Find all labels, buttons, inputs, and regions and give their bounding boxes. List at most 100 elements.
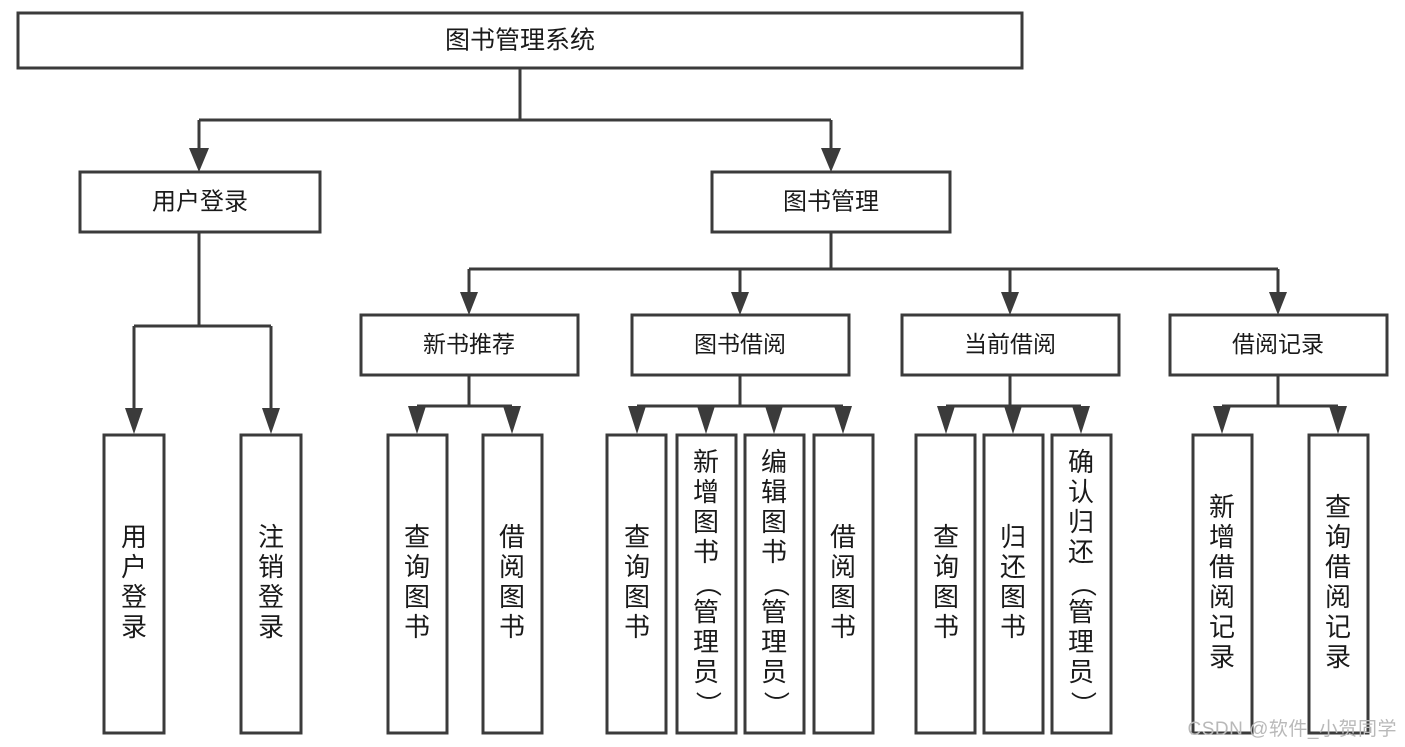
node-book-borrow-box[interactable] [630,313,851,377]
arrow-head-borrow-leaf3 [765,406,783,434]
node-borrow-record-label: 借阅记录 [1232,331,1324,357]
svg-text:员: 员 [693,657,719,687]
arrow-head-to-book-manage [821,148,841,172]
svg-text:增: 增 [693,477,719,507]
leaf-box[interactable] [1191,433,1254,735]
leaf-box[interactable] [239,433,303,735]
svg-text:借: 借 [1209,552,1235,582]
leaf-box[interactable] [1050,433,1113,735]
node-book-manage[interactable]: 图书管理 [710,170,952,234]
svg-text:新: 新 [1209,492,1235,522]
svg-text:还: 还 [1068,537,1094,567]
arrow-head-borrow-leaf1 [628,406,646,434]
svg-text:录: 录 [121,612,147,642]
leaf-box[interactable] [605,433,668,735]
svg-text:员: 员 [1068,657,1094,687]
leaf-box[interactable] [812,433,875,735]
svg-text:（: （ [693,571,723,597]
node-user-login-box[interactable] [78,170,322,234]
node-new-book-recommend-label: 新书推荐 [423,331,515,357]
leaf-node[interactable]: 用户登录 [102,433,166,735]
svg-text:注: 注 [258,522,284,552]
svg-text:（: （ [761,571,791,597]
arrow-head-newbook-leaf1 [408,406,426,434]
svg-text:图: 图 [499,582,525,612]
arrow-head-record-leaf1 [1213,406,1231,434]
svg-text:图: 图 [404,582,430,612]
node-new-book-recommend[interactable]: 新书推荐 [359,313,580,377]
svg-text:录: 录 [1209,642,1235,672]
node-borrow-record[interactable]: 借阅记录 [1168,313,1389,377]
connector-group [125,68,1347,434]
leaf-box[interactable] [386,433,449,735]
node-root-box[interactable] [16,11,1024,70]
svg-text:增: 增 [1209,522,1235,552]
leaf-box[interactable] [675,433,738,735]
leaf-box[interactable] [743,433,806,735]
svg-text:管: 管 [761,597,787,627]
svg-text:记: 记 [1209,612,1235,642]
svg-text:编: 编 [761,447,787,477]
svg-text:图: 图 [624,582,650,612]
node-user-login[interactable]: 用户登录 [78,170,322,234]
leaf-box[interactable] [914,433,977,735]
node-root[interactable]: 图书管理系统 [16,11,1024,70]
svg-text:书: 书 [761,537,787,567]
svg-text:认: 认 [1068,477,1094,507]
svg-text:辑: 辑 [761,477,787,507]
svg-text:查: 查 [624,522,650,552]
arrow-head-l3-3 [1001,292,1019,315]
leaf-box[interactable] [481,433,544,735]
svg-text:阅: 阅 [830,552,856,582]
svg-text:书: 书 [830,612,856,642]
node-new-book-recommend-box[interactable] [359,313,580,377]
svg-text:理: 理 [693,627,719,657]
node-book-borrow[interactable]: 图书借阅 [630,313,851,377]
node-current-borrow-box[interactable] [900,313,1121,377]
arrow-head-current-leaf1 [937,406,955,434]
svg-text:阅: 阅 [1209,582,1235,612]
leaf-box[interactable] [982,433,1045,735]
svg-text:理: 理 [761,627,787,657]
svg-text:阅: 阅 [499,552,525,582]
node-book-manage-box[interactable] [710,170,952,234]
node-borrow-record-box[interactable] [1168,313,1389,377]
arrow-head-user-leaf2 [262,408,280,434]
leaf-box[interactable] [102,433,166,735]
svg-text:询: 询 [624,552,650,582]
svg-text:询: 询 [933,552,959,582]
node-current-borrow[interactable]: 当前借阅 [900,313,1121,377]
svg-text:书: 书 [499,612,525,642]
svg-text:新: 新 [693,447,719,477]
svg-text:书: 书 [624,612,650,642]
arrow-head-borrow-leaf4 [834,406,852,434]
svg-text:询: 询 [404,552,430,582]
svg-text:还: 还 [1000,552,1026,582]
svg-text:阅: 阅 [1325,582,1351,612]
svg-text:）: ） [1068,691,1098,717]
node-current-borrow-label: 当前借阅 [964,331,1056,357]
leaf-box[interactable] [1307,433,1370,735]
